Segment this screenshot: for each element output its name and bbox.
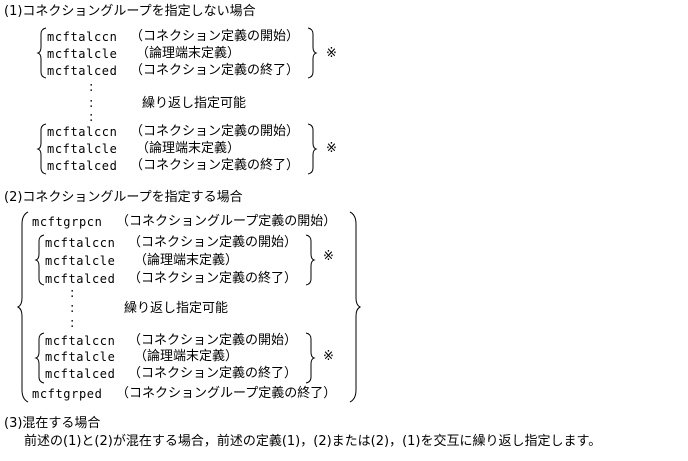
left-brace	[34, 332, 45, 384]
right-brace	[305, 332, 316, 384]
group-start-desc: （コネクショングループ定義の開始）	[116, 214, 337, 229]
right-brace	[305, 234, 316, 286]
command: mcftalcle	[47, 47, 118, 61]
command-desc: （論理端末定義）	[136, 141, 241, 156]
ellipsis-dot: :	[89, 110, 94, 125]
command: mcftalccn	[45, 334, 116, 348]
command-desc: （コネクション定義の開始）	[130, 124, 300, 139]
section2-heading: (2)コネクショングループを指定する場合	[4, 190, 243, 205]
right-brace	[307, 27, 318, 79]
note-mark: ※	[326, 46, 337, 61]
left-brace	[36, 123, 47, 175]
command: mcftalcle	[45, 350, 116, 364]
command-desc: （コネクション定義の終了）	[130, 63, 300, 78]
outer-left-brace	[16, 211, 29, 403]
command: mcftalced	[45, 272, 116, 286]
note-mark: ※	[323, 249, 334, 264]
command-desc: （コネクション定義の終了）	[128, 366, 298, 381]
command-desc: （論理端末定義）	[134, 253, 239, 268]
command: mcftalced	[47, 64, 118, 78]
command-desc: （コネクション定義の開始）	[130, 29, 300, 44]
section3-body: 前述の(1)と(2)が混在する場合，前述の定義(1)，(2)または(2)，(1)…	[24, 434, 602, 449]
left-brace	[34, 234, 45, 286]
command: mcftalcle	[45, 254, 116, 268]
command-desc: （論理端末定義）	[134, 349, 239, 364]
command-desc: （コネクション定義の終了）	[128, 271, 298, 286]
outer-right-brace	[349, 211, 362, 403]
ellipsis-dot: :	[89, 96, 94, 111]
command: mcftalced	[45, 367, 116, 381]
ellipsis-dot: :	[89, 80, 94, 95]
ellipsis-dot: :	[70, 286, 75, 301]
group-start-command: mcftgrpcn	[32, 215, 103, 229]
command: mcftalccn	[45, 236, 116, 250]
left-brace	[36, 27, 47, 79]
ellipsis-dot: :	[70, 316, 75, 331]
command: mcftalced	[47, 159, 118, 173]
group-end-desc: （コネクショングループ定義の終了）	[116, 386, 337, 401]
command-desc: （コネクション定義の開始）	[128, 235, 298, 250]
command: mcftalccn	[47, 125, 118, 139]
repeat-label: 繰り返し指定可能	[142, 96, 247, 111]
command: mcftalccn	[47, 30, 118, 44]
right-brace	[307, 123, 318, 175]
note-mark: ※	[326, 141, 337, 156]
command-desc: （論理端末定義）	[136, 46, 241, 61]
command-desc: （コネクション定義の開始）	[128, 333, 298, 348]
ellipsis-dot: :	[70, 301, 75, 316]
group-end-command: mcftgrped	[32, 387, 103, 401]
repeat-label: 繰り返し指定可能	[124, 301, 229, 316]
command: mcftalcle	[47, 142, 118, 156]
note-mark: ※	[323, 349, 334, 364]
command-desc: （コネクション定義の終了）	[130, 158, 300, 173]
section3-heading: (3)混在する場合	[4, 416, 101, 431]
section1-heading: (1)コネクショングループを指定しない場合	[4, 4, 256, 19]
